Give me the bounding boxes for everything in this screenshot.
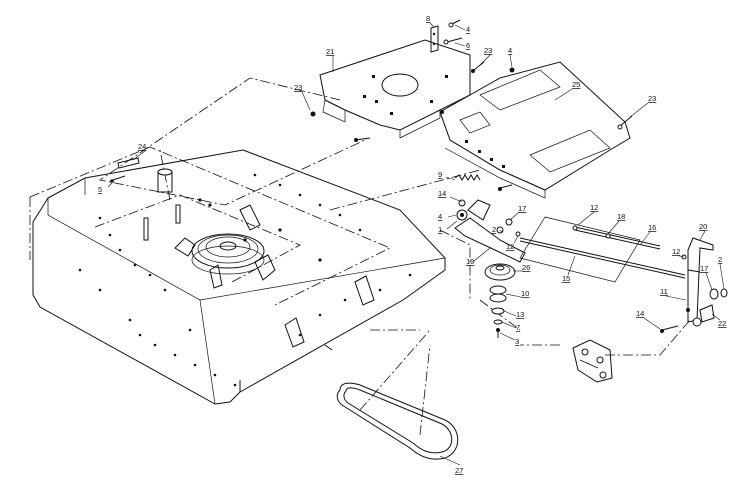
control-rods [519, 216, 686, 283]
callout-15: 15 [562, 274, 570, 283]
callout-16: 16 [648, 223, 656, 232]
callout-23: 23 [484, 46, 492, 55]
top-hardware [310, 19, 633, 191]
mount-plate-21 [319, 39, 471, 142]
callout-17b: 17 [700, 264, 708, 273]
callout-24: 24 [138, 142, 146, 151]
callout-14b: 14 [636, 309, 644, 318]
callout-17: 17 [518, 204, 526, 213]
callout-3: 3 [515, 337, 519, 346]
callout-14: 14 [438, 189, 446, 198]
callout-21: 21 [326, 47, 334, 56]
callout-18: 18 [617, 212, 625, 221]
control-lever [660, 237, 728, 333]
callout-23c: 23 [648, 94, 656, 103]
callout-9: 9 [438, 170, 442, 179]
callout-12c: 12 [672, 247, 680, 256]
idler-arm-assembly [454, 174, 526, 338]
callout-7: 7 [516, 323, 520, 332]
callout-4c: 4 [438, 212, 442, 221]
pivot-bracket [572, 339, 613, 383]
callout-8: 8 [426, 14, 430, 23]
callout-labels: 8 4 6 21 23 4 23 25 23 24 5 9 14 4 1 17 … [98, 14, 726, 475]
callout-23b: 23 [294, 83, 302, 92]
callout-26: 26 [522, 263, 530, 272]
callout-5: 5 [98, 185, 102, 194]
callout-6: 6 [466, 41, 470, 50]
mower-deck [29, 146, 446, 405]
callout-4b: 4 [508, 46, 512, 55]
callout-13: 13 [516, 310, 524, 319]
callout-19: 19 [466, 257, 474, 266]
callout-2b: 2 [718, 255, 722, 264]
callout-2: 2 [492, 225, 496, 234]
callout-12b: 12 [590, 203, 598, 212]
callout-4: 4 [466, 25, 470, 34]
callout-10: 10 [521, 289, 529, 298]
callout-25: 25 [572, 80, 580, 89]
callout-11: 11 [660, 287, 668, 296]
callout-1: 1 [438, 225, 442, 234]
callout-leaders [107, 22, 725, 466]
assembly-guide-lines [98, 77, 691, 436]
drive-belt-27 [336, 382, 459, 460]
cover-plate-25 [439, 61, 631, 199]
left-hardware [110, 157, 140, 183]
callout-12: 12 [506, 242, 514, 251]
callout-27: 27 [455, 466, 463, 475]
callout-22: 22 [718, 319, 726, 328]
callout-20: 20 [699, 222, 707, 231]
